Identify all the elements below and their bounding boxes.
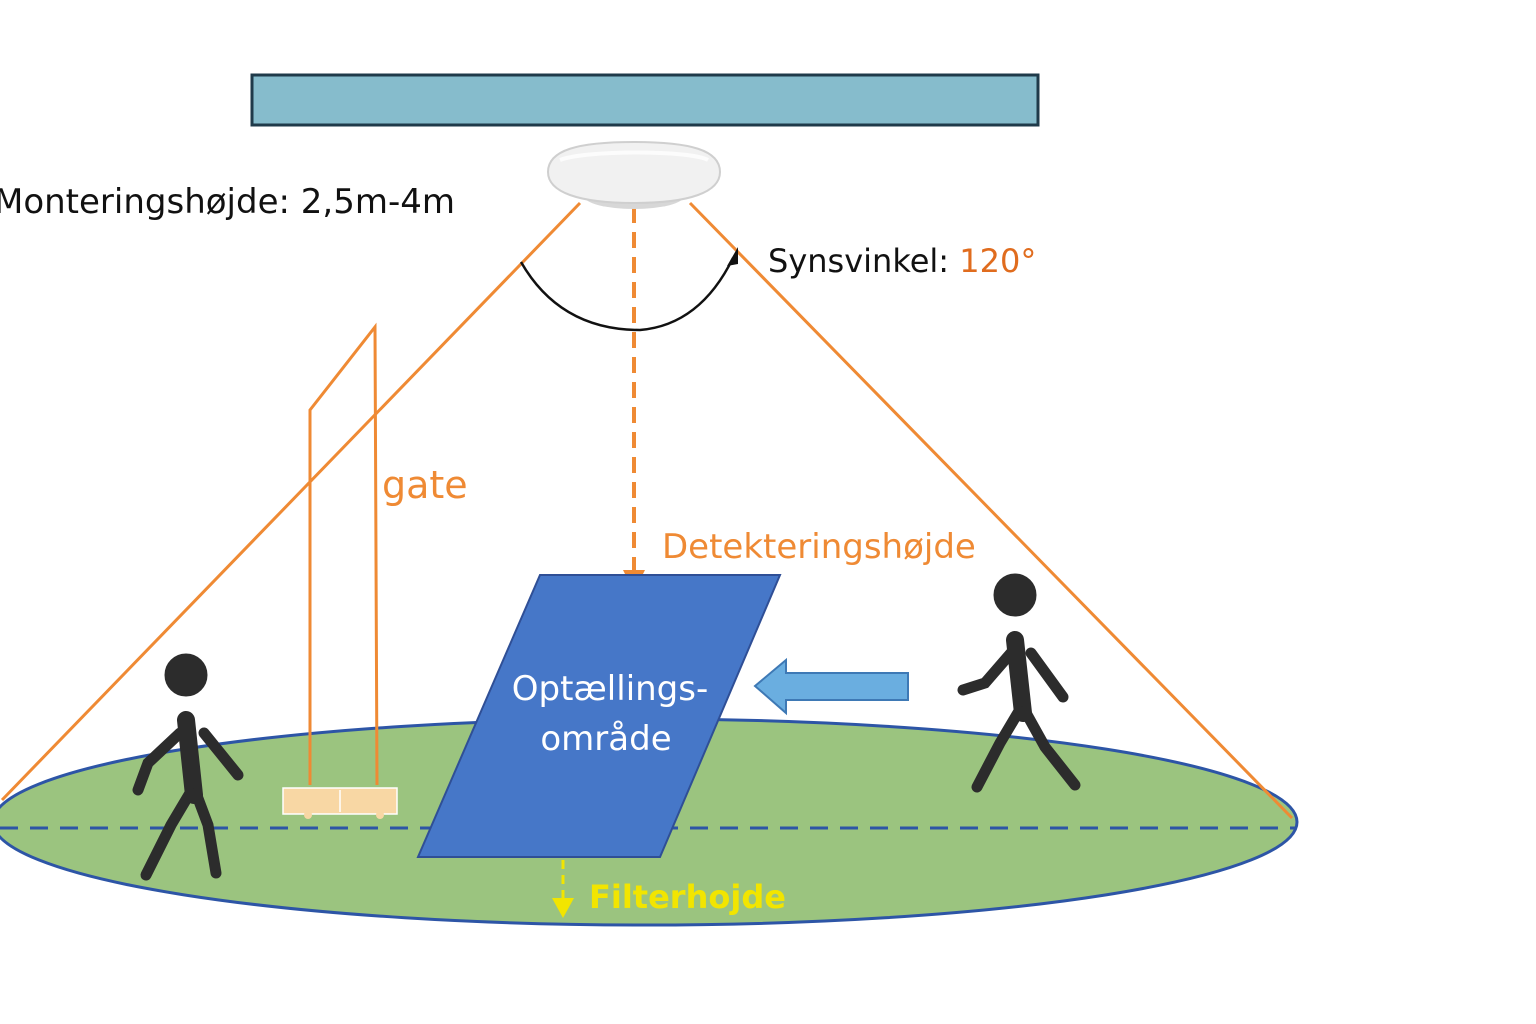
ceiling-sensor-icon xyxy=(546,140,722,209)
detection-height-label: Detekteringshøjde xyxy=(662,527,976,567)
view-angle-prefix: Synsvinkel: xyxy=(768,242,959,280)
counting-area xyxy=(416,574,782,858)
cone-right-edge xyxy=(688,201,1294,820)
direction-arrow-icon xyxy=(753,657,909,716)
filter-height-label: Filterhojde xyxy=(589,878,786,916)
mounting-height-label: Monteringshøjde: 2,5m-4m xyxy=(0,182,455,222)
view-angle-label: Synsvinkel: 120° xyxy=(768,242,1036,280)
person-icon-right xyxy=(957,570,1081,793)
gate xyxy=(282,322,398,819)
filter-height-arrow xyxy=(552,860,574,918)
counting-area-label-line1: Optællings- xyxy=(512,669,709,709)
cone-left-edge xyxy=(0,201,582,802)
counting-area-label-line2: område xyxy=(540,719,671,759)
view-angle-value: 120° xyxy=(959,242,1036,280)
gate-base xyxy=(282,787,398,819)
gate-label: gate xyxy=(382,463,468,507)
detection-height-arrow xyxy=(623,207,645,592)
view-angle-arc xyxy=(519,247,738,332)
person-icon-left xyxy=(132,650,244,881)
ceiling-beam xyxy=(250,73,1040,127)
